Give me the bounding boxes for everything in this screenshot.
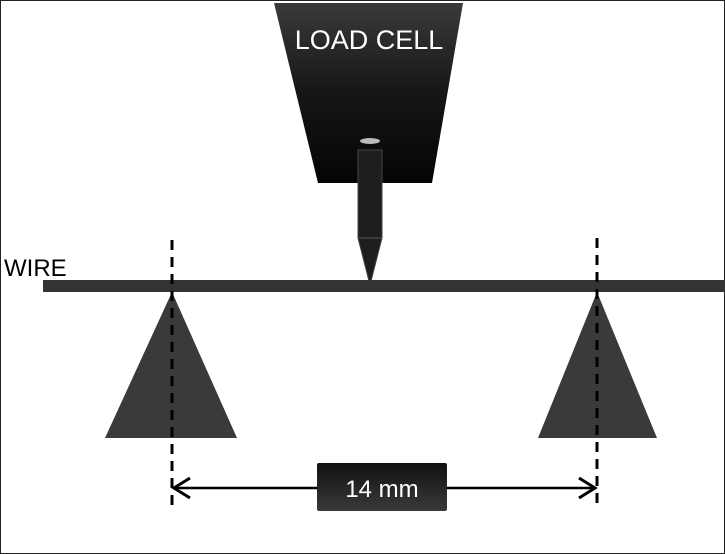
probe-mount bbox=[360, 138, 380, 144]
probe-tip bbox=[357, 149, 383, 286]
load-cell-body bbox=[274, 3, 463, 183]
span-label-box bbox=[317, 463, 447, 511]
arrow-right-icon bbox=[578, 476, 598, 500]
load-cell-label: LOAD CELL bbox=[295, 25, 444, 55]
wire-label: WIRE bbox=[4, 255, 67, 282]
span-label: 14 mm bbox=[345, 476, 418, 503]
arrow-left-icon bbox=[171, 476, 191, 500]
wire bbox=[43, 280, 725, 292]
